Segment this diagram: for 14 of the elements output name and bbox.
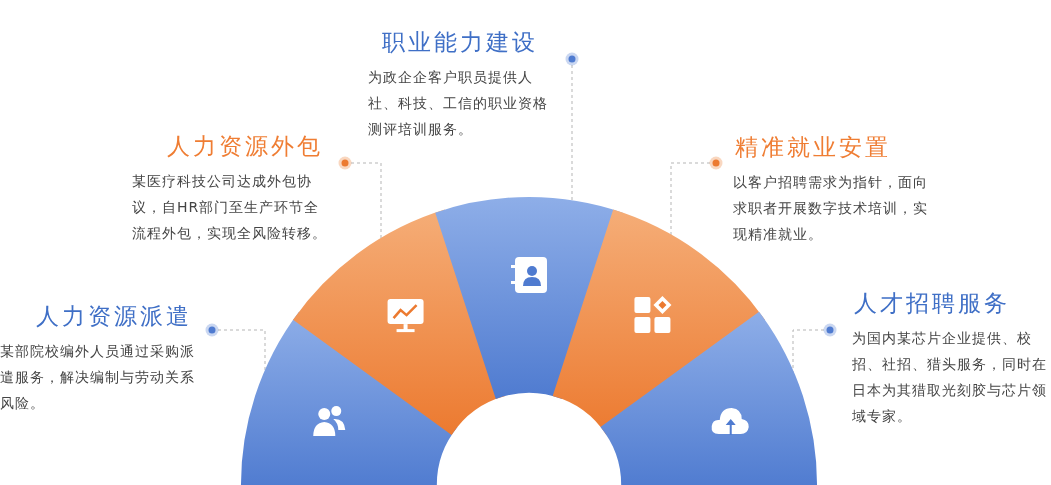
service-title: 精准就业安置 [734,133,892,162]
service-title: 职业能力建设 [381,28,539,57]
service-description: 为国内某芯片企业提供、校招、社招、猎头服务，同时在日本为其猎取光刻胶与芯片领域专家。 [852,329,1048,426]
ring-sector [600,311,817,485]
service-description: 某医疗科技公司达成外包协议，自HR部门至生产环节全流程外包，实现全风险转移。 [132,172,327,243]
service-description: 以客户招聘需求为指针，面向求职者开展数字技术培训，实现精准就业。 [733,173,929,244]
leader-line [565,52,579,203]
leader-line [670,156,723,237]
service-description: 某部院校编外人员通过采购派遣服务，解决编制与劳动关系风险。 [0,342,196,413]
service-title: 人力资源派遣 [35,302,193,331]
leader-line [338,156,382,241]
service-title: 人才招聘服务 [853,289,1011,318]
service-description: 为政企企客户职员提供人社、科技、工信的职业资格测评培训服务。 [368,68,549,139]
service-title: 人力资源外包 [166,132,324,161]
